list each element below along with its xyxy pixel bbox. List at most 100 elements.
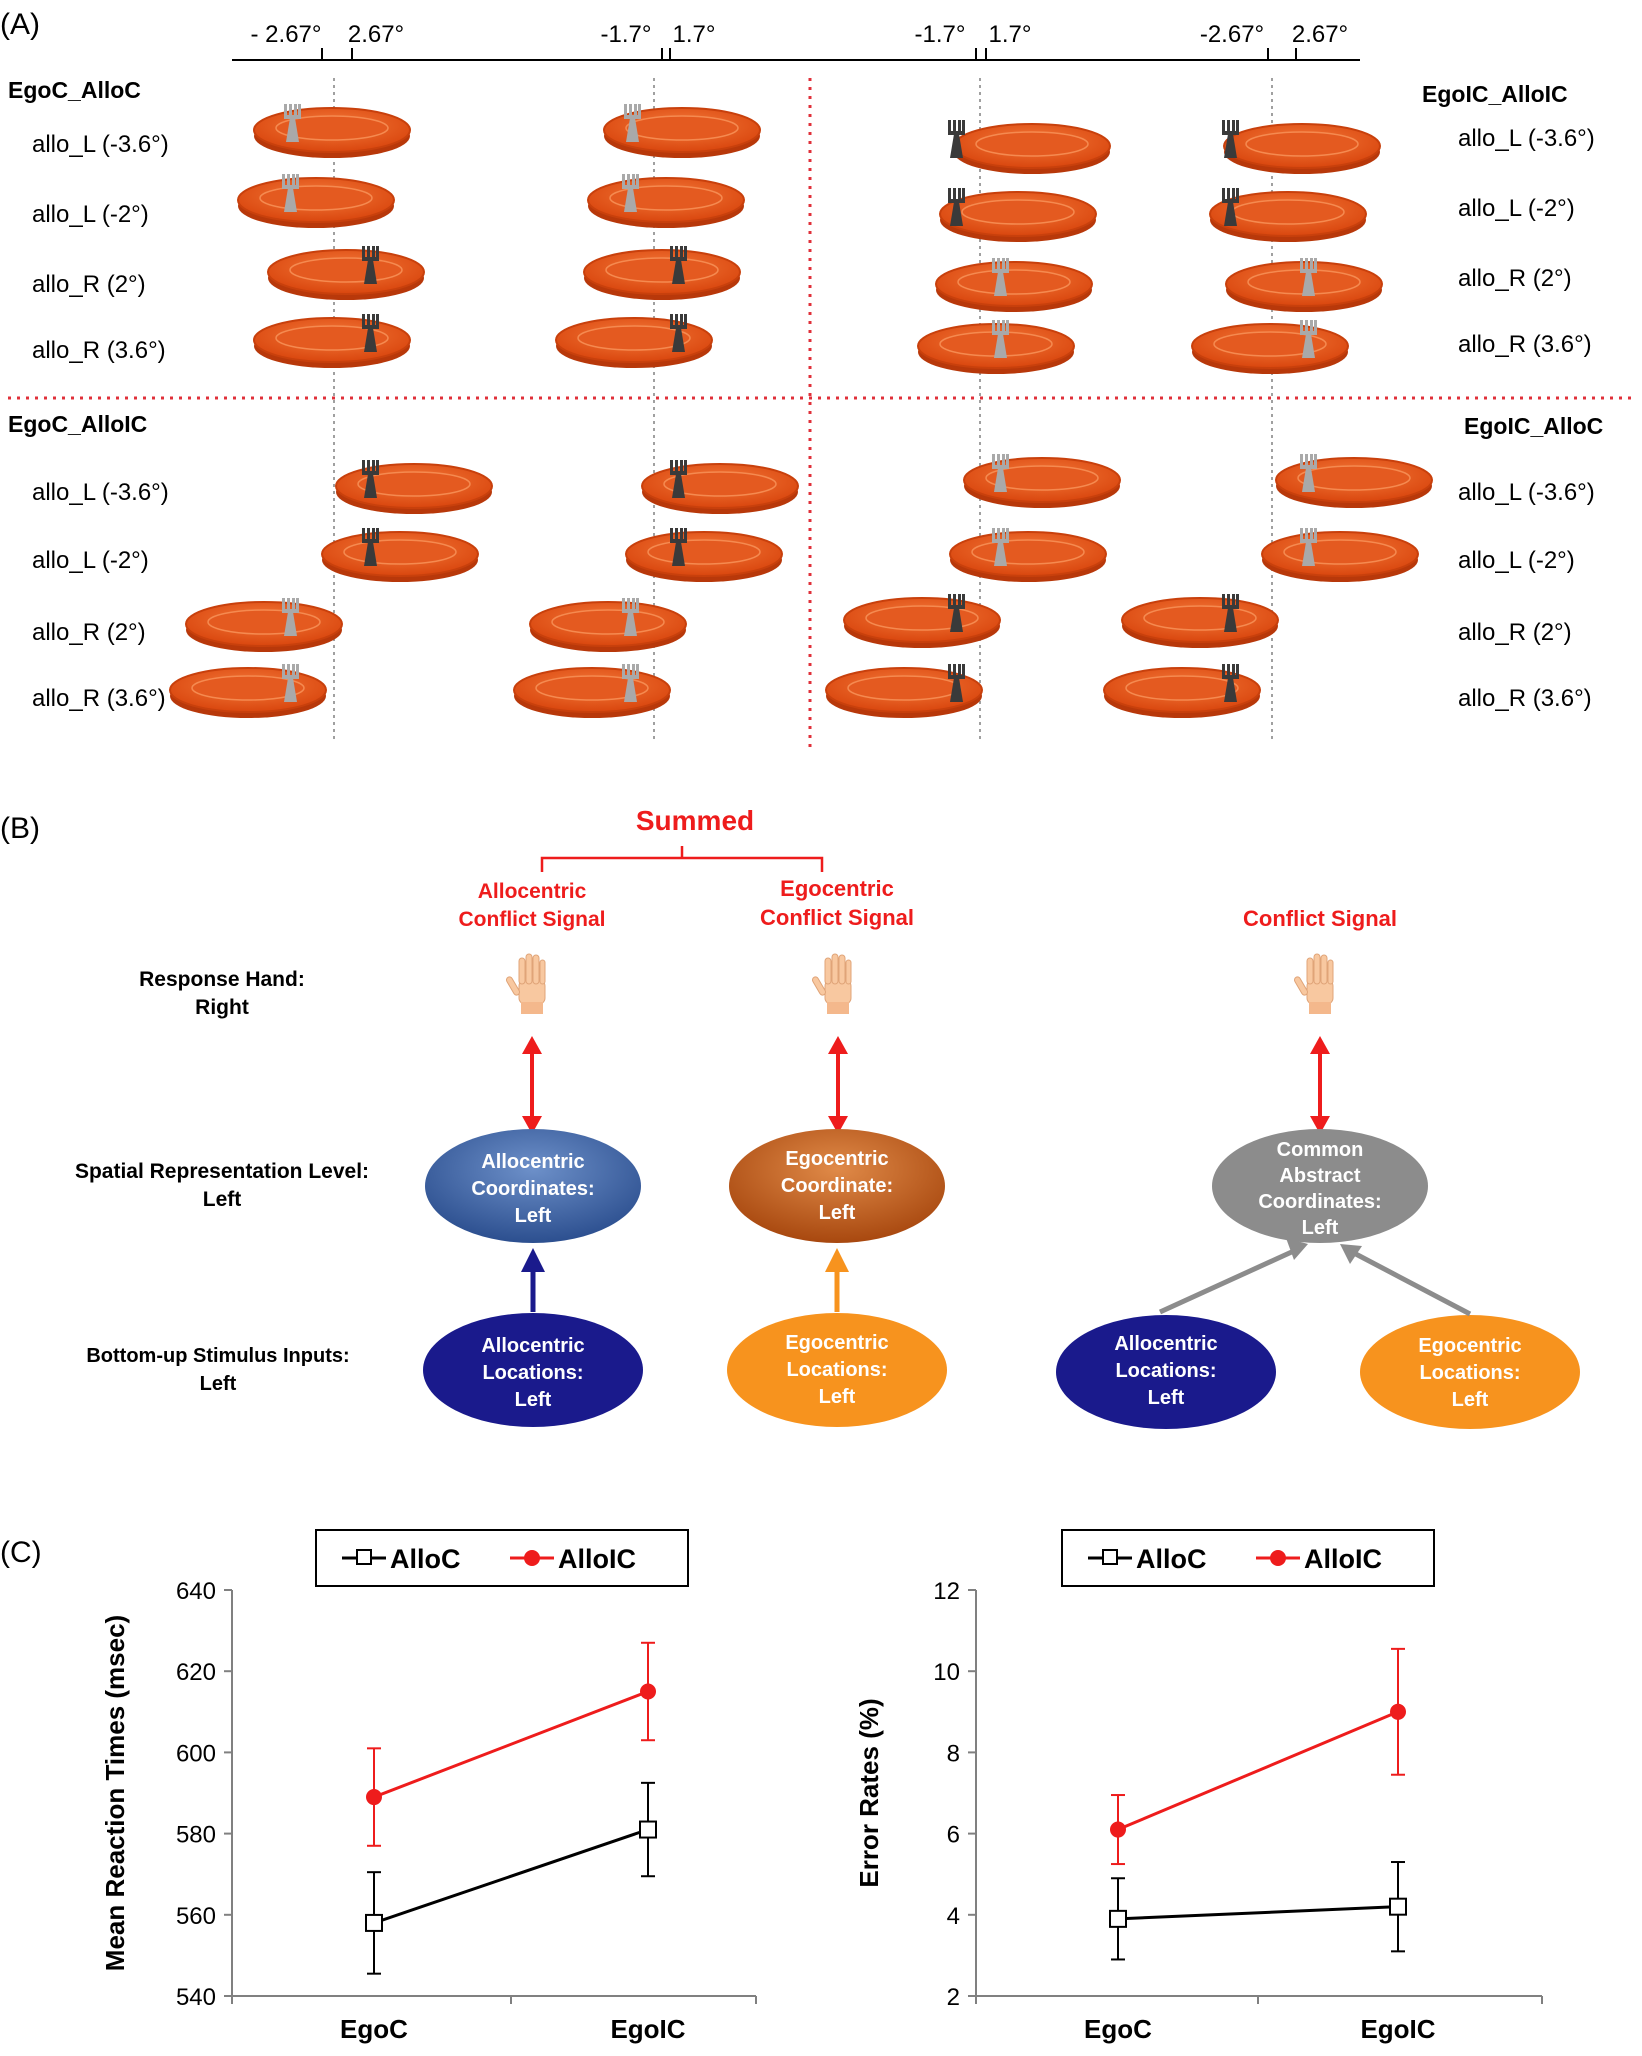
fork-icon <box>282 664 299 702</box>
row-label-left: allo_L (-2°) <box>32 201 149 228</box>
top-axis-label: 2.67° <box>348 21 404 48</box>
hand-icon <box>1294 953 1334 1014</box>
allo-loc-line2: Locations: <box>482 1362 583 1384</box>
red-double-arrows <box>522 1036 1330 1134</box>
condition-top-right: EgoIC_AlloIC <box>1422 81 1568 107</box>
summed-label: Summed <box>636 805 754 836</box>
allo-loc-line1: Allocentric <box>481 1335 584 1357</box>
fork-icon <box>362 314 379 352</box>
allo-coord-line3: Left <box>515 1205 552 1227</box>
fork-icon <box>670 314 687 352</box>
panel-b: Summed Allocentric Conflict Signal Egoce… <box>75 805 1580 1429</box>
fork-icon <box>992 258 1009 296</box>
y-axis-label: Mean Reaction Times (msec) <box>100 1615 130 1971</box>
row-response-line1: Response Hand: <box>139 968 305 991</box>
legend: AlloC AlloIC <box>315 1529 689 1587</box>
legend-label: AlloC <box>390 1544 461 1574</box>
plate-stimulus <box>267 246 425 300</box>
x-tick-label: EgoC <box>1084 2014 1152 2044</box>
panel-a-label: (A) <box>0 8 40 41</box>
allo-coord-line2: Coordinates: <box>471 1178 594 1200</box>
plate-stimulus <box>1103 664 1261 718</box>
allo-loc2-line2: Locations: <box>1115 1360 1216 1382</box>
plate-stimulus <box>935 258 1093 312</box>
plate-stimulus <box>583 246 741 300</box>
top-axis-label: - 2.67° <box>251 21 322 48</box>
allo-loc2-line1: Allocentric <box>1114 1333 1217 1355</box>
plate-stimulus <box>917 320 1075 374</box>
reference-lines <box>333 78 1273 740</box>
hand-icon <box>812 953 852 1014</box>
row-label-right: allo_R (3.6°) <box>1458 331 1592 358</box>
y-tick-label: 560 <box>176 1903 216 1930</box>
row-label-right: allo_L (-3.6°) <box>1458 479 1595 506</box>
common-coord-line2: Abstract <box>1279 1165 1360 1187</box>
conflict-signal: Conflict Signal <box>1243 906 1397 931</box>
egocentric-coordinate-node <box>729 1129 945 1243</box>
y-tick-label: 640 <box>176 1578 216 1605</box>
plate-stimulus <box>843 594 1001 648</box>
legend-label: AlloIC <box>558 1544 636 1574</box>
row-label-right: allo_L (-2°) <box>1458 547 1575 574</box>
row-label-left: allo_R (2°) <box>32 619 146 646</box>
fork-icon <box>948 664 965 702</box>
plate-stimulus <box>237 174 395 228</box>
fork-icon <box>624 104 641 142</box>
x-tick-label: EgoIC <box>610 2014 685 2044</box>
fork-icon <box>362 528 379 566</box>
bottom-up-arrows <box>521 1238 1472 1317</box>
plate-stimulus <box>1191 320 1349 374</box>
ego-loc2-line3: Left <box>1452 1389 1489 1411</box>
data-point <box>1389 1897 1407 1916</box>
row-labels-left: allo_L (-3.6°) allo_L (-2°) allo_R (2°) all… <box>32 131 169 712</box>
series-line <box>1117 1710 1399 1831</box>
fork-icon <box>1222 188 1239 226</box>
row-bottom-line1: Bottom-up Stimulus Inputs: <box>86 1345 349 1367</box>
data-point <box>639 1820 657 1839</box>
fork-icon <box>948 120 965 158</box>
plate-stimulus <box>513 664 671 718</box>
allo-loc2-line3: Left <box>1148 1387 1185 1409</box>
row-label-left: allo_R (3.6°) <box>32 685 166 712</box>
fork-icon <box>670 528 687 566</box>
series-line <box>1117 1905 1399 1921</box>
allocentric-locations-node <box>423 1313 643 1427</box>
plate-stimulus <box>1261 528 1419 582</box>
y-tick-label: 12 <box>933 1578 960 1605</box>
plate-stimulus <box>1121 594 1279 648</box>
plate-stimulus <box>253 104 411 158</box>
top-axis-label: 2.67° <box>1292 21 1348 48</box>
fork-icon <box>670 246 687 284</box>
plate-stimulus <box>949 528 1107 582</box>
ego-loc2-line1: Egocentric <box>1418 1335 1521 1357</box>
fork-icon <box>948 594 965 632</box>
fork-icon <box>622 664 639 702</box>
top-axis-label: -1.7° <box>915 21 966 48</box>
data-point <box>365 1913 383 1932</box>
fork-icon <box>1222 594 1239 632</box>
row-label-right: allo_R (3.6°) <box>1458 685 1592 712</box>
fork-icon <box>992 454 1009 492</box>
plate-stimulus <box>825 664 983 718</box>
data-point <box>640 1683 656 1700</box>
data-point <box>1110 1821 1126 1838</box>
plate-stimulus <box>169 664 327 718</box>
series-line <box>373 1828 649 1925</box>
plate-stimulus <box>1209 188 1367 242</box>
ego-loc-line2: Locations: <box>786 1359 887 1381</box>
hand-icon <box>506 953 546 1014</box>
top-axis-ticks: - 2.67°2.67°-1.7°1.7°-1.7°1.7°-2.67°2.67… <box>251 21 1348 60</box>
fork-icon <box>622 174 639 212</box>
condition-bottom-right: EgoIC_AlloC <box>1464 413 1603 439</box>
ego-coord-line1: Egocentric <box>785 1148 888 1170</box>
data-point <box>366 1789 382 1806</box>
row-label-left: allo_L (-3.6°) <box>32 479 169 506</box>
y-tick-label: 6 <box>947 1822 960 1849</box>
y-tick-label: 2 <box>947 1984 960 2011</box>
plate-stimulus <box>529 598 687 652</box>
plate-stimulus <box>939 188 1097 242</box>
ego-loc-line3: Left <box>819 1386 856 1408</box>
ego-loc2-line2: Locations: <box>1419 1362 1520 1384</box>
